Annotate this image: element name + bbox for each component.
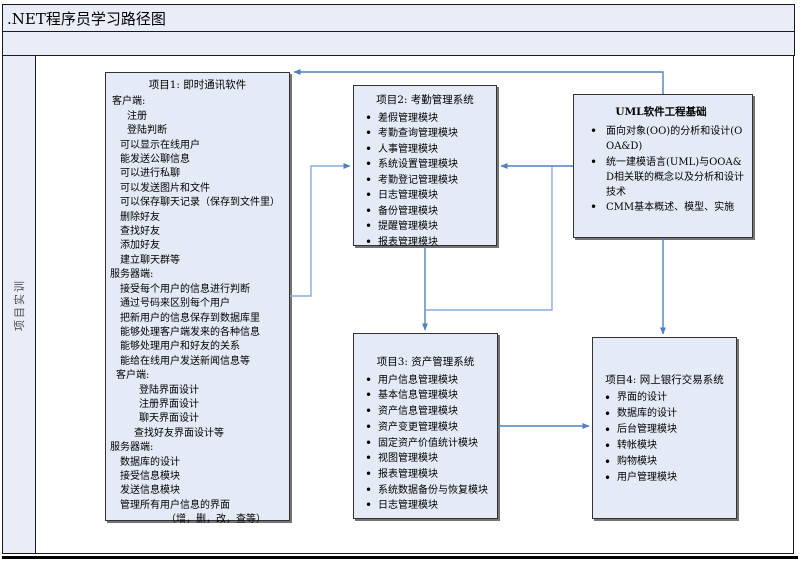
box-project2-item: 提醒管理模块 [356, 219, 494, 235]
box-uml-item: 面向对象(OO)的分析和设计(OOA&D) [576, 124, 746, 154]
box-project1-line: 发送信息模块 [120, 485, 180, 497]
sub-band [2, 31, 795, 56]
box-project3-item: 固定资产价值统计模块 [356, 436, 495, 452]
box-project4-items: 界面的设计数据库的设计后台管理模块转帐模块购物模块用户管理模块 [595, 390, 734, 486]
box-project1-line: 接受每个用户的信息进行判断 [120, 283, 250, 295]
box-project3-items: 用户信息管理模块基本信息管理模块资产信息管理模块资产变更管理模块固定资产价值统计… [356, 373, 495, 514]
box-uml-items: 面向对象(OO)的分析和设计(OOA&D)统一建模语言(UML)与OOA&D相关… [576, 124, 746, 215]
box-project1-line: 能给在线用户发送新闻信息等 [120, 355, 250, 367]
box-project3-item: 基本信息管理模块 [356, 388, 495, 404]
box-project4-item: 转帐模块 [595, 438, 734, 454]
box-project1-line: 客户端: [116, 370, 150, 382]
box-project1-line: 可以保存聊天记录（保存到文件里） [120, 197, 280, 209]
box-project1-line: 服务器端: [110, 442, 154, 454]
box-project3-item: 资产信息管理模块 [356, 404, 495, 420]
box-project2-title: 项目2: 考勤管理系统 [376, 94, 474, 106]
box-project4: 项目4: 网上银行交易系统 界面的设计数据库的设计后台管理模块转帐模块购物模块用… [592, 337, 737, 519]
box-project2-item: 日志管理模块 [356, 188, 494, 204]
box-project1-line: （增，删，改，查等） [166, 514, 266, 526]
box-project1-line: 删除好友 [120, 211, 160, 223]
title-band: .NET程序员学习路径图 [2, 4, 795, 32]
box-project4-item: 界面的设计 [595, 390, 734, 406]
box-project1-line: 能够处理客户端发来的各种信息 [120, 326, 260, 338]
box-project1-line: 通过号码来区别每个用户 [120, 298, 230, 310]
box-project1-title: 项目1: 即时通讯软件 [148, 79, 247, 91]
box-project2-item: 考勤登记管理模块 [356, 173, 494, 189]
box-project4-item: 后台管理模块 [595, 422, 734, 438]
box-uml-item: CMM基本概述、模型、实施 [576, 200, 746, 215]
box-project1-line: 建立聊天群等 [120, 254, 180, 266]
box-project1-line: 能够处理用户和好友的关系 [120, 341, 240, 353]
box-project1-line: 添加好友 [120, 240, 160, 252]
box-project1-line: 可以进行私聊 [120, 168, 180, 180]
box-project1-line: 查找好友界面设计等 [134, 427, 224, 439]
page-bottom-rule [2, 556, 798, 559]
box-project3: 项目3: 资产管理系统 用户信息管理模块基本信息管理模块资产信息管理模块资产变更… [353, 333, 498, 519]
box-project4-item: 数据库的设计 [595, 406, 734, 422]
box-project2-item: 考勤查询管理模块 [356, 126, 494, 142]
box-project1: 项目1: 即时通讯软件 客户端: 注册登陆判断可以显示在线用户能发送公聊信息可以进… [105, 72, 290, 525]
box-project1-line: 登陆界面设计 [139, 384, 199, 396]
box-project2-items: 差假管理模块考勤查询管理模块人事管理模块系统设置管理模块考勤登记管理模块日志管理… [356, 111, 494, 251]
box-project1-line: 可以显示在线用户 [120, 139, 200, 151]
box-project2: 项目2: 考勤管理系统 差假管理模块考勤查询管理模块人事管理模块系统设置管理模块… [353, 85, 497, 250]
box-project1-line: 服务器端: [110, 269, 154, 281]
box-project4-title: 项目4: 网上银行交易系统 [605, 374, 724, 386]
box-project1-line: 管理所有用户信息的界面 [120, 499, 230, 511]
box-project2-item: 差假管理模块 [356, 111, 494, 127]
box-project2-item: 系统设置管理模块 [356, 157, 494, 173]
box-project1-lines: 客户端: 注册登陆判断可以显示在线用户能发送公聊信息可以进行私聊可以发送图片和文件… [110, 95, 285, 527]
box-project2-item: 备份管理模块 [356, 204, 494, 220]
lane-label: 项目实训 [13, 278, 26, 331]
box-project1-line: 客户端: [112, 96, 146, 108]
box-project3-item: 用户信息管理模块 [356, 373, 495, 389]
box-project3-item: 日志管理模块 [356, 498, 495, 514]
page-title: .NET程序员学习路径图 [7, 9, 166, 28]
box-project1-line: 把新用户的信息保存到数据库里 [120, 312, 260, 324]
box-project1-line: 查找好友 [120, 226, 160, 238]
box-project1-line: 数据库的设计 [120, 456, 180, 468]
box-uml-foundation: UML软件工程基础 面向对象(OO)的分析和设计(OOA&D)统一建模语言(UM… [573, 94, 753, 238]
box-project2-item: 人事管理模块 [356, 142, 494, 158]
box-project3-item: 视图管理模块 [356, 451, 495, 467]
lane-label-column: 项目实训 [3, 56, 36, 553]
box-project2-item: 报表管理模块 [356, 235, 494, 251]
box-project1-line: 聊天界面设计 [139, 413, 199, 425]
box-project1-line: 能发送公聊信息 [120, 154, 190, 166]
box-project3-item: 系统数据备份与恢复模块 [356, 483, 495, 499]
box-project1-line: 注册界面设计 [139, 398, 199, 410]
box-project1-line: 注册 [127, 110, 147, 122]
box-uml-title: UML软件工程基础 [615, 106, 707, 118]
box-project3-item: 报表管理模块 [356, 467, 495, 483]
box-project1-line: 接受信息模块 [120, 470, 180, 482]
box-project3-title: 项目3: 资产管理系统 [376, 356, 475, 368]
box-project4-item: 购物模块 [595, 454, 734, 470]
box-uml-item: 统一建模语言(UML)与OOA&D相关联的概念以及分析和设计技术 [576, 155, 746, 201]
box-project4-item: 用户管理模块 [595, 470, 734, 486]
box-project1-line: 登陆判断 [127, 125, 167, 137]
box-project1-line: 可以发送图片和文件 [120, 182, 210, 194]
box-project3-item: 资产变更管理模块 [356, 420, 495, 436]
